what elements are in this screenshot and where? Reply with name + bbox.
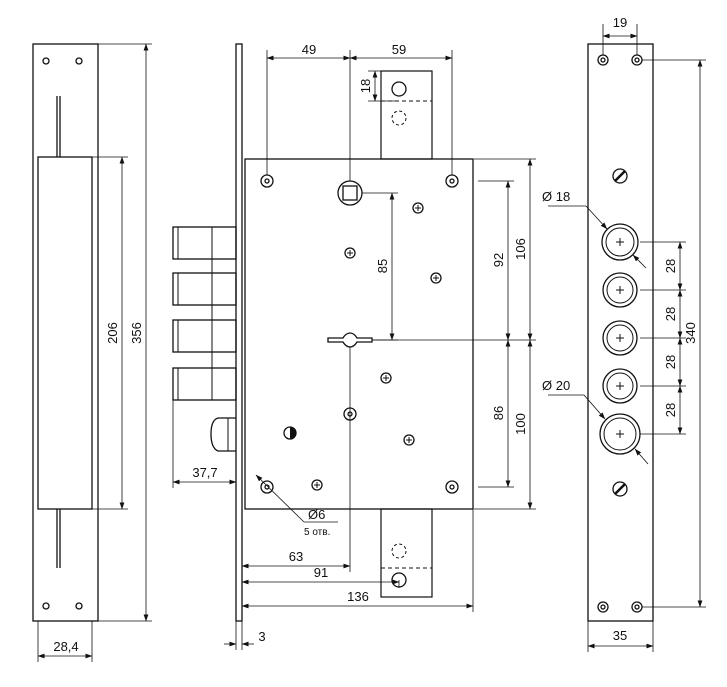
left-body-outline bbox=[37, 156, 93, 510]
dim-136: 136 bbox=[347, 589, 369, 604]
dim-59: 59 bbox=[392, 42, 406, 57]
bolts bbox=[172, 226, 237, 401]
dim-19: 19 bbox=[613, 15, 627, 30]
spindle-square bbox=[342, 185, 358, 201]
dim-18: 18 bbox=[358, 79, 373, 93]
dim-86: 86 bbox=[491, 406, 506, 420]
bolt-1 bbox=[172, 226, 237, 260]
dim-dia-6: Ø6 bbox=[308, 507, 325, 522]
bottom-tab-hole-hidden bbox=[391, 543, 407, 559]
dim-356: 356 bbox=[129, 322, 144, 344]
dim-35: 35 bbox=[613, 628, 627, 643]
dim-28-a: 28 bbox=[663, 259, 678, 273]
bottom-tab bbox=[380, 508, 433, 598]
dim-106: 106 bbox=[513, 238, 528, 260]
screw-bottom bbox=[612, 481, 628, 497]
screw-top bbox=[612, 168, 628, 184]
body-hole-br bbox=[445, 480, 459, 494]
rivets bbox=[311, 202, 442, 491]
dim-28-b: 28 bbox=[663, 307, 678, 321]
spindle-boss bbox=[337, 180, 363, 206]
body-hole-tl bbox=[260, 174, 274, 188]
strike-holes bbox=[599, 223, 641, 455]
dim-63: 63 bbox=[289, 549, 303, 564]
top-tab-hole-hidden bbox=[391, 110, 407, 126]
left-hole-bl bbox=[42, 602, 50, 610]
dim-85: 85 bbox=[375, 259, 390, 273]
dim-100: 100 bbox=[513, 413, 528, 435]
center-faceplate bbox=[235, 43, 243, 622]
latch bbox=[210, 417, 236, 452]
left-hole-tl bbox=[42, 57, 50, 65]
strike-plate bbox=[587, 43, 654, 622]
body-hole-tr bbox=[445, 174, 459, 188]
left-hole-tr bbox=[75, 57, 83, 65]
top-tab-hole bbox=[391, 81, 407, 97]
center-view: 49 59 18 85 37,7 Ø6 5 отв. 63 91 136 bbox=[172, 42, 536, 650]
left-faceplate bbox=[32, 43, 99, 622]
hole-count-note: 5 отв. bbox=[304, 527, 330, 538]
dim-dia-20: Ø 20 bbox=[542, 378, 570, 393]
dim-28-d: 28 bbox=[663, 403, 678, 417]
dim-92: 92 bbox=[491, 253, 506, 267]
bolt-3 bbox=[172, 319, 237, 353]
body-hole-bl bbox=[260, 480, 274, 494]
top-tab bbox=[380, 70, 433, 160]
dim-3: 3 bbox=[258, 629, 265, 644]
dim-49: 49 bbox=[302, 42, 316, 57]
left-view: 356 206 28,4 bbox=[32, 43, 152, 662]
dim-28-c: 28 bbox=[663, 355, 678, 369]
keyhole bbox=[327, 332, 373, 348]
dim-dia-18: Ø 18 bbox=[542, 189, 570, 204]
dim-340: 340 bbox=[683, 322, 698, 344]
dim-37-7: 37,7 bbox=[192, 465, 217, 480]
bolt-4 bbox=[172, 367, 237, 401]
left-hole-br bbox=[75, 602, 83, 610]
dim-28-4: 28,4 bbox=[53, 639, 78, 654]
dim-91: 91 bbox=[314, 565, 328, 580]
bolt-2 bbox=[172, 272, 237, 306]
right-view: 19 Ø 18 Ø 20 28 28 28 28 340 35 bbox=[542, 15, 706, 652]
lock-body bbox=[244, 158, 474, 510]
dim-206: 206 bbox=[105, 322, 120, 344]
